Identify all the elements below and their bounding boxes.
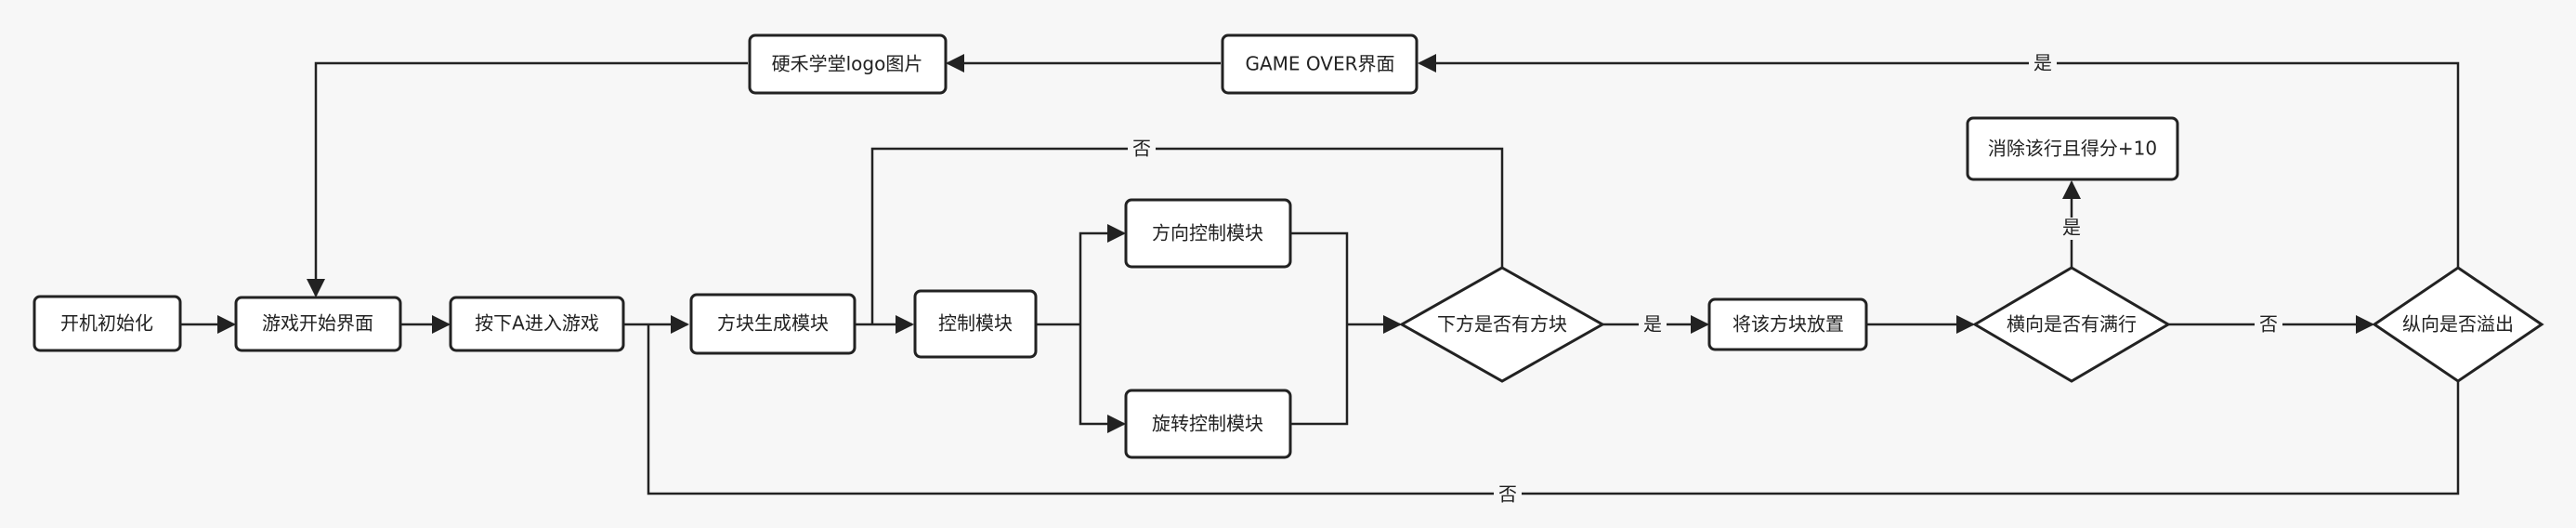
- node-place-block-label: 将该方块放置: [1733, 313, 1844, 336]
- node-rotation-control: 旋转控制模块: [1124, 389, 1292, 459]
- nodes: 开机初始化 游戏开始界面 按下A进入游戏 方块生成模块 控制模块 方向控制模块: [33, 33, 2544, 459]
- edge-rotation-merge: [1290, 324, 1349, 426]
- edge-label-row-full-no: 否: [2259, 313, 2278, 336]
- node-game-over-screen: GAME OVER界面: [1221, 33, 1419, 95]
- edge-label-below-yes: 是: [1643, 313, 1662, 336]
- node-logo-image-label: 硬禾学堂logo图片: [772, 53, 923, 75]
- node-block-generate-label: 方块生成模块: [717, 312, 829, 335]
- edge-labels: 否 是 是 否 是 否: [1128, 52, 2282, 506]
- edge-overflow-no: [647, 324, 2460, 495]
- node-block-below-label: 下方是否有方块: [1437, 313, 1567, 336]
- node-game-over-screen-label: GAME OVER界面: [1245, 53, 1394, 75]
- node-place-block: 将该方块放置: [1707, 297, 1868, 351]
- node-clear-row-score-label: 消除该行且得分+10: [1988, 138, 2157, 160]
- node-power-on-init-label: 开机初始化: [60, 312, 153, 335]
- node-rotation-control-label: 旋转控制模块: [1152, 413, 1263, 435]
- node-logo-image: 硬禾学堂logo图片: [748, 33, 948, 95]
- node-press-a-enter: 按下A进入游戏: [449, 296, 625, 352]
- node-direction-control: 方向控制模块: [1124, 198, 1292, 269]
- edge-direction-merge: [1290, 231, 1349, 324]
- node-row-full-label: 横向是否有满行: [2007, 313, 2137, 336]
- node-vertical-overflow-decision: 纵向是否溢出: [2372, 266, 2544, 383]
- node-clear-row-score: 消除该行且得分+10: [1966, 116, 2179, 181]
- edge-overflow-yes: [1418, 54, 2460, 268]
- edge-below-no-loop: [870, 147, 1504, 324]
- edge-split-to-direction: [1079, 224, 1126, 324]
- node-control-module-label: 控制模块: [938, 312, 1013, 335]
- node-vertical-overflow-label: 纵向是否溢出: [2402, 313, 2514, 336]
- node-block-below-decision: 下方是否有方块: [1398, 266, 1606, 383]
- edge-label-overflow-yes: 是: [2033, 52, 2052, 74]
- node-row-full-decision: 横向是否有满行: [1972, 266, 2171, 383]
- node-power-on-init: 开机初始化: [33, 295, 182, 352]
- edge-label-overflow-no: 否: [1498, 483, 1517, 506]
- node-control-module: 控制模块: [913, 289, 1038, 359]
- edge-logo-to-start: [307, 61, 748, 297]
- node-block-generate: 方块生成模块: [689, 293, 856, 355]
- edge-split-to-rotation: [1079, 324, 1126, 433]
- edge-label-below-no: 否: [1132, 138, 1151, 160]
- node-game-start-screen: 游戏开始界面: [234, 296, 402, 352]
- node-press-a-enter-label: 按下A进入游戏: [475, 312, 599, 335]
- node-direction-control-label: 方向控制模块: [1152, 222, 1263, 244]
- edge-label-row-full-yes: 是: [2062, 217, 2081, 239]
- node-game-start-screen-label: 游戏开始界面: [262, 312, 373, 335]
